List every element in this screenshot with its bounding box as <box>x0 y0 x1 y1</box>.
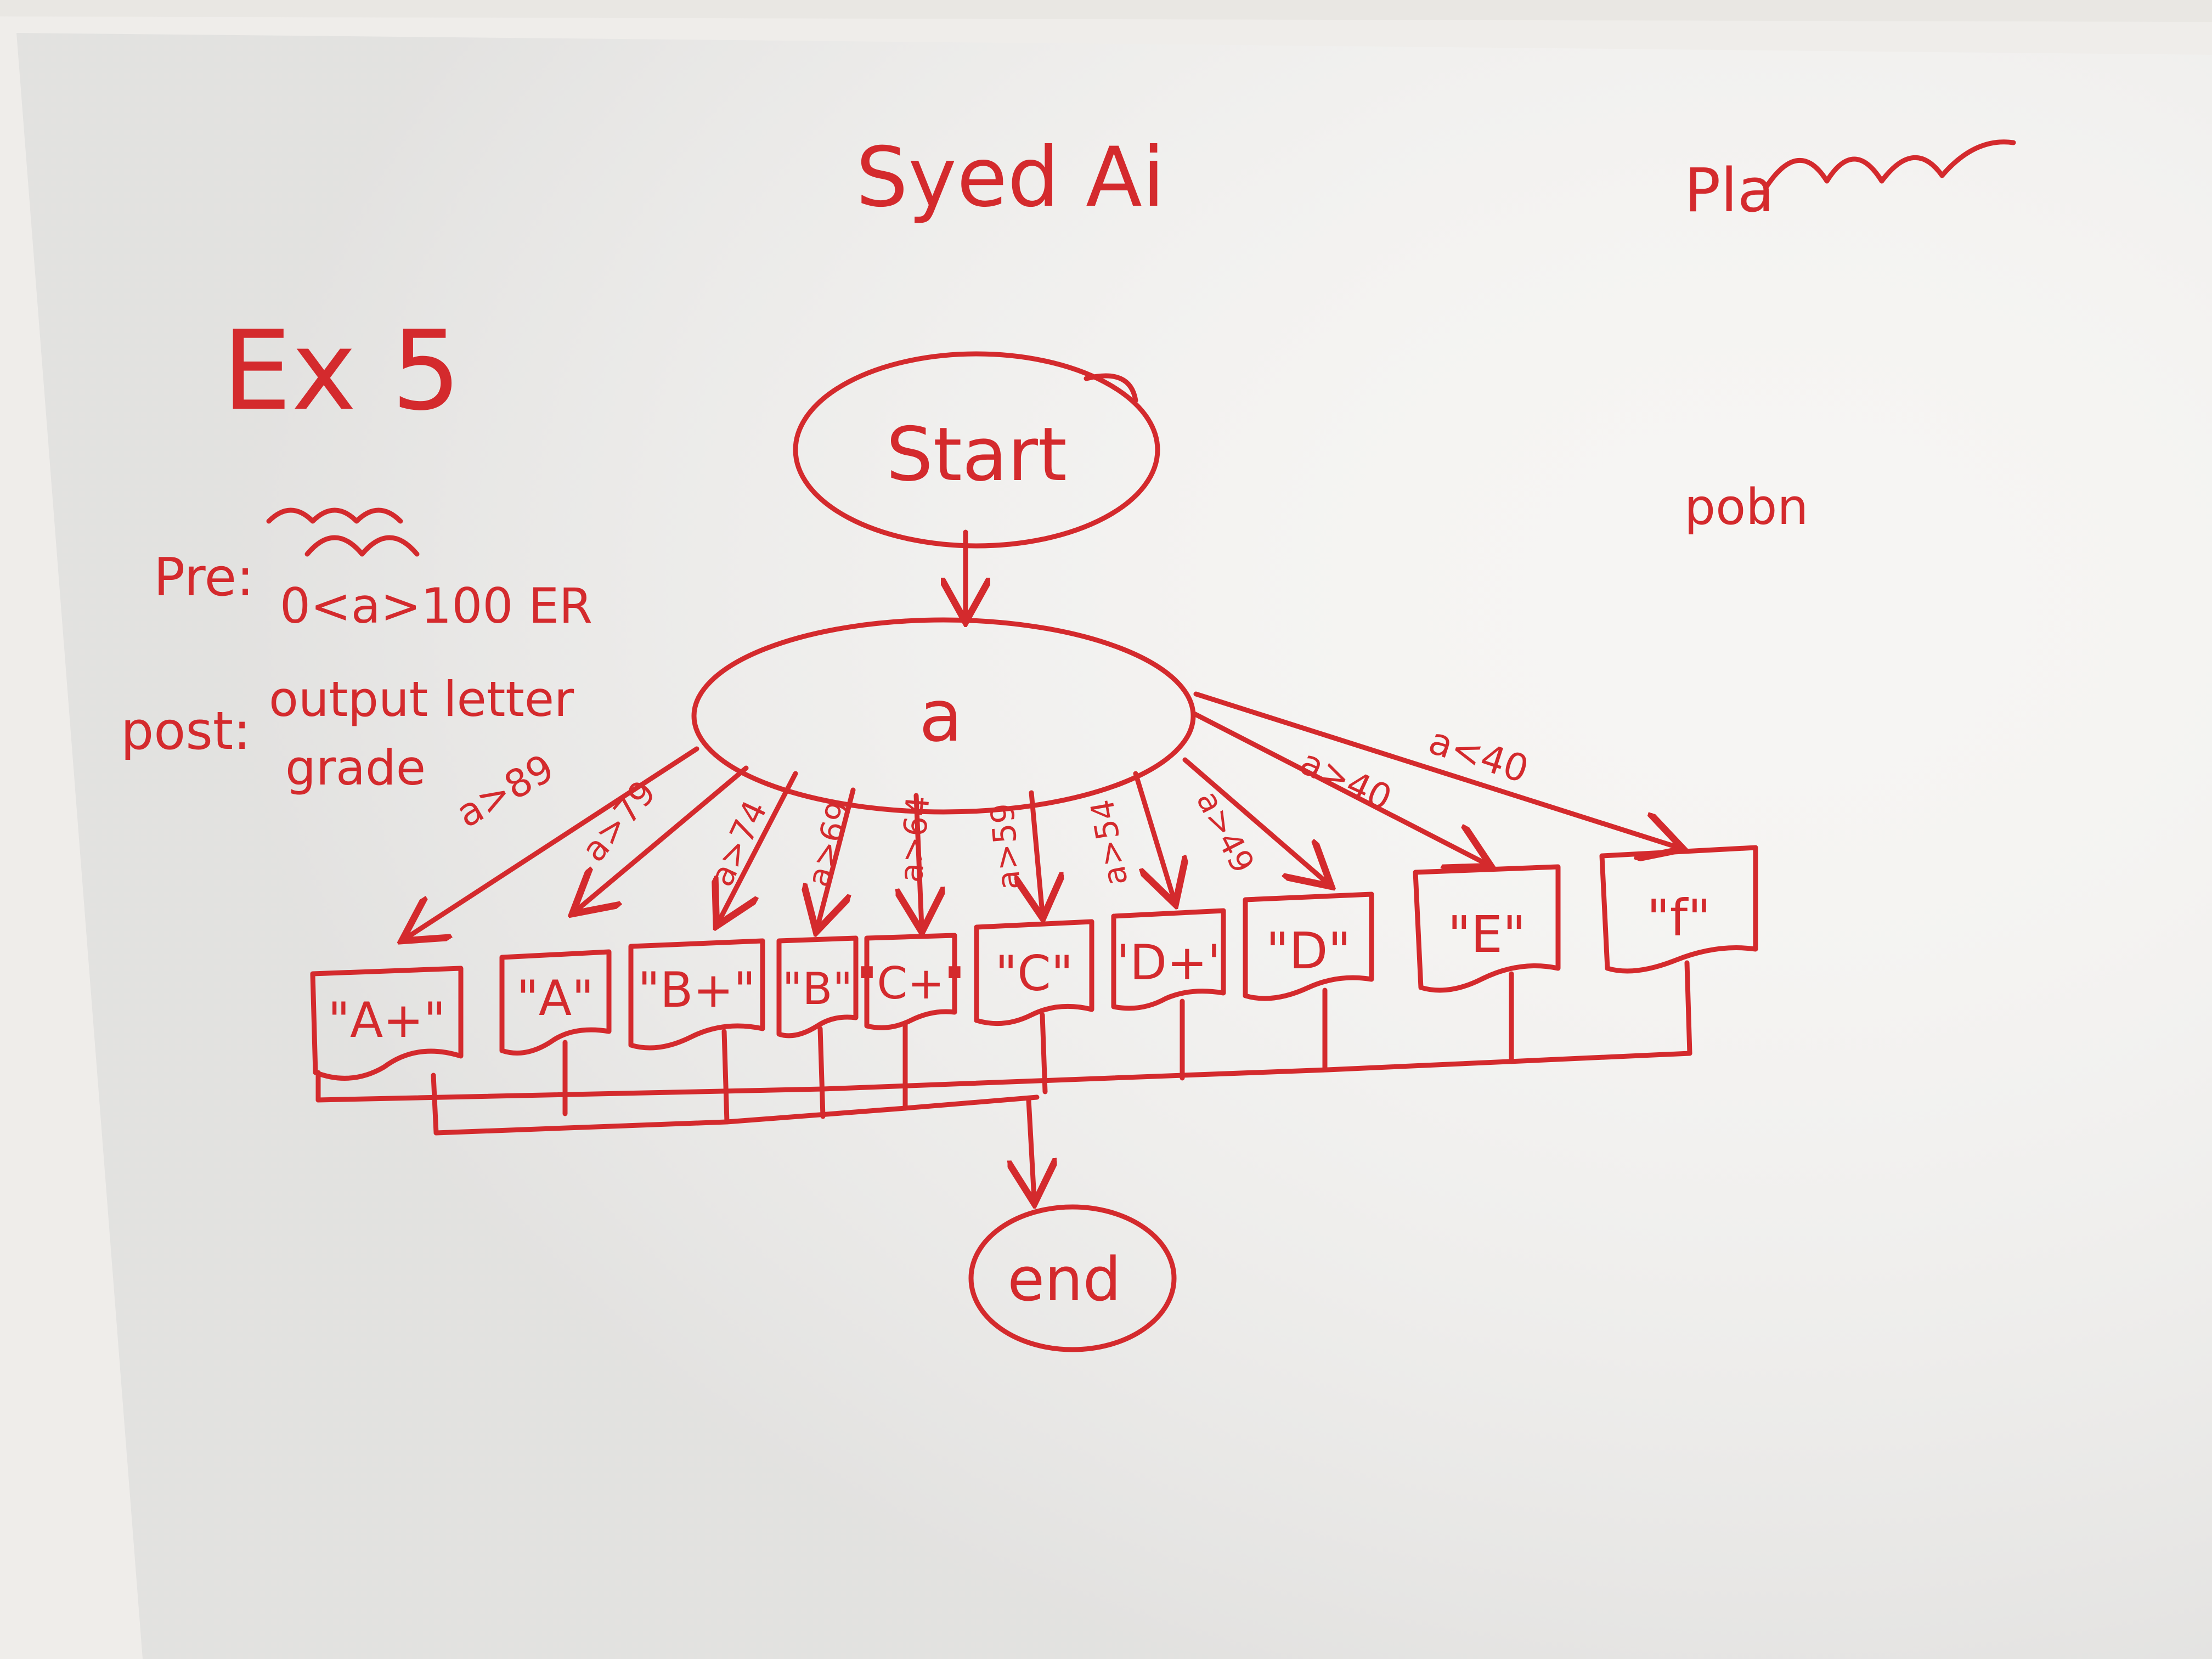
condition-5: a>64 <box>892 794 937 884</box>
branch-arrows <box>406 691 1679 938</box>
output-label-3: "B+" <box>637 962 755 1018</box>
output-label-5: "C+" <box>857 958 964 1009</box>
author-name: Syed Ai <box>856 130 1165 225</box>
branch-arrow-9 <box>1190 710 1487 864</box>
drop-line-4 <box>817 1026 826 1119</box>
output-box-2 <box>499 949 612 1056</box>
output-box-8 <box>1243 891 1374 1001</box>
merge-bar-right <box>315 1051 1692 1103</box>
paper-shade <box>16 33 2212 1659</box>
output-label-7: "D+" <box>1108 934 1229 991</box>
end-label: end <box>1007 1244 1121 1314</box>
branch-arrow-10 <box>1193 691 1679 848</box>
output-label-8: "D" <box>1266 922 1351 980</box>
branch-arrow-6 <box>1031 790 1042 913</box>
output-box-7 <box>1111 908 1226 1011</box>
output-box-3 <box>628 938 765 1051</box>
output-box-9 <box>1413 864 1561 993</box>
corner-note-scribble <box>1764 139 2016 189</box>
post-label: post: <box>121 701 251 761</box>
start-terminal-overshoot <box>1084 373 1138 403</box>
output-label-6: "C" <box>995 945 1073 1002</box>
output-box-6 <box>974 919 1094 1026</box>
output-label-4: "B" <box>782 963 853 1014</box>
side-note: pobn <box>1684 478 1808 536</box>
output-box-1 <box>310 966 464 1081</box>
branch-arrow-5 <box>916 793 922 927</box>
decision-label: a <box>919 674 963 758</box>
output-box-10 <box>1599 845 1758 974</box>
drop-line-3 <box>721 1029 730 1125</box>
pre-label: Pre: <box>154 548 254 608</box>
post-condition-line1: output letter <box>269 671 574 727</box>
branch-arrow-2 <box>576 765 749 911</box>
output-boxes: "A+" "A" "B+" "B" "C+" "C" "D+" "D" "E" … <box>310 845 1758 1081</box>
corner-note: Pla <box>1684 155 1774 225</box>
start-label: Start <box>886 411 1067 498</box>
end-terminal <box>968 1204 1177 1352</box>
pre-condition: 0<a>100 ER <box>280 578 592 634</box>
condition-6: a>59 <box>983 802 1028 891</box>
output-box-5 <box>864 933 957 1030</box>
branch-arrow-1 <box>406 746 699 938</box>
output-label-9: "E" <box>1448 905 1526 964</box>
merge-bar-bottom <box>433 1094 1040 1136</box>
end-arrow <box>1029 1097 1034 1199</box>
branch-arrow-7 <box>1133 771 1174 900</box>
crossed-out-scribble <box>266 507 420 557</box>
exercise-title: Ex 5 <box>222 307 461 435</box>
branch-arrow-3 <box>719 771 798 922</box>
drop-line-10 <box>1684 960 1692 1056</box>
merge-connectors <box>315 960 1692 1199</box>
start-terminal <box>793 351 1160 549</box>
branch-arrow-4 <box>817 787 856 927</box>
output-label-1: "A+" <box>328 992 446 1048</box>
output-label-2: "A" <box>516 970 594 1026</box>
branch-arrow-8 <box>1182 757 1328 883</box>
output-label-10: "f" <box>1646 889 1711 947</box>
drop-line-1 <box>431 1073 439 1136</box>
output-box-4 <box>776 935 859 1039</box>
post-condition-line2: grade <box>285 740 426 796</box>
